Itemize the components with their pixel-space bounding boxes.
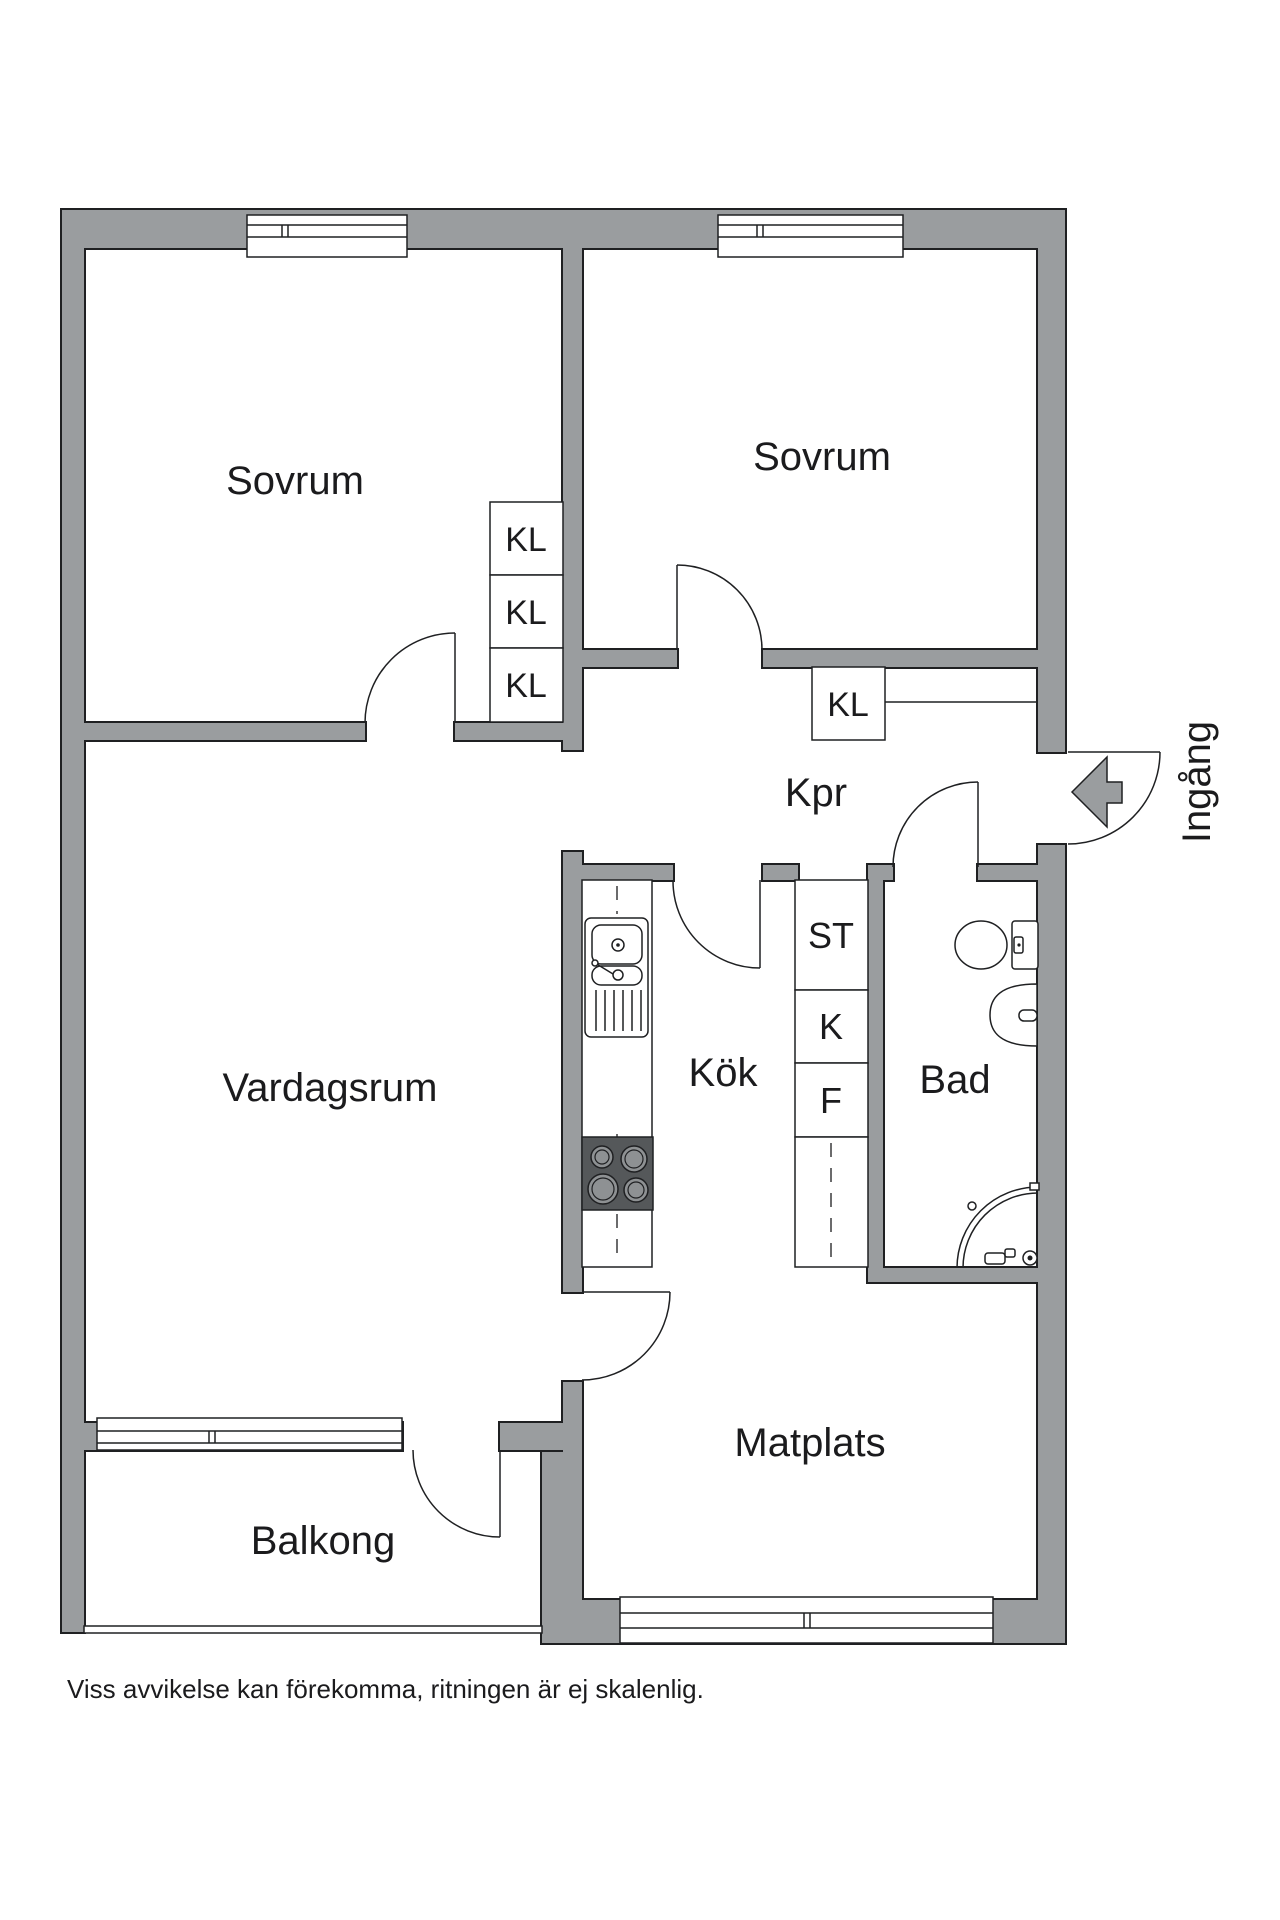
stove [581, 1136, 654, 1211]
door-entrance [1067, 751, 1161, 845]
label-matplats: Matplats [734, 1421, 885, 1465]
label-kpr: Kpr [785, 771, 847, 815]
label-balkong: Balkong [251, 1519, 396, 1563]
toilet [954, 920, 1039, 970]
label-st: ST [808, 915, 854, 956]
label-vardagsrum: Vardagsrum [223, 1066, 438, 1110]
label-kl-1: KL [505, 521, 547, 559]
door-kitchen [672, 880, 761, 969]
window-matplats [619, 1596, 994, 1644]
closet-kl-hall [811, 666, 1038, 741]
door-balcony [412, 1449, 501, 1538]
label-k: K [819, 1006, 843, 1047]
shower [956, 1182, 1040, 1269]
label-kl-hall: KL [827, 686, 869, 724]
door-bedroom2 [676, 564, 763, 651]
label-sovrum1: Sovrum [226, 459, 364, 503]
label-kok: Kök [689, 1051, 759, 1095]
label-kl-3: KL [505, 667, 547, 705]
kitchen-counter [581, 879, 654, 1268]
label-kl-2: KL [505, 594, 547, 632]
entrance-arrow-icon [1070, 755, 1123, 829]
window-vardagsrum [96, 1417, 403, 1451]
label-f: F [820, 1080, 842, 1121]
door-vardagsrum-matplats [581, 1291, 671, 1381]
label-sovrum2: Sovrum [753, 435, 891, 479]
disclaimer-text: Viss avvikelse kan förekomma, ritningen … [67, 1674, 704, 1704]
door-bathroom [892, 781, 979, 868]
label-bad: Bad [919, 1058, 990, 1102]
kitchen-sink [584, 917, 649, 1038]
window-bedroom1 [246, 214, 408, 258]
label-ingang: Ingång [1175, 721, 1219, 843]
balcony-railing [83, 1625, 543, 1634]
window-bedroom2 [717, 214, 904, 258]
bathroom-sink [989, 983, 1038, 1047]
closet-kl-group [489, 501, 564, 723]
kitchen-cabinet-column [794, 879, 869, 1268]
door-bedroom1 [364, 632, 456, 724]
